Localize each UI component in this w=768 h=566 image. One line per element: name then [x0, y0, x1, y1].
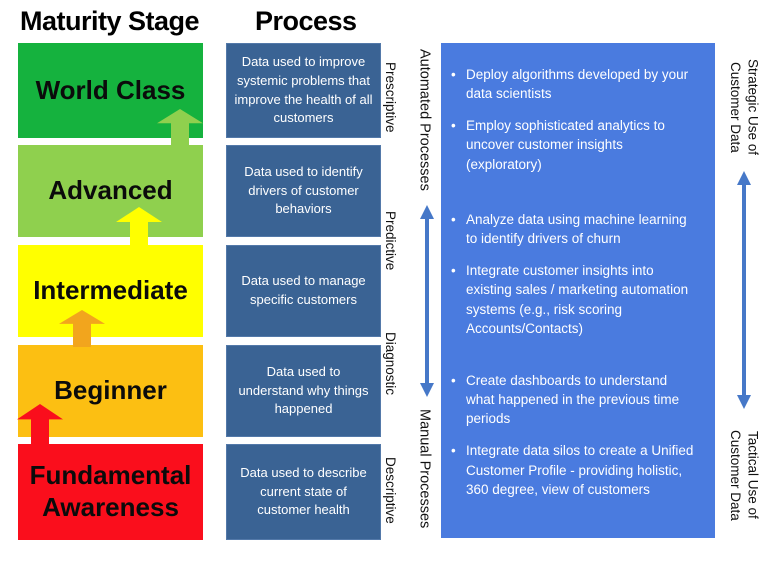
stage-label-advanced: Advanced	[48, 175, 173, 206]
maturity-stage-column-header: Maturity Stage	[20, 6, 200, 36]
process-text-understand: Data used to understand why things happe…	[238, 363, 369, 417]
double-arrow-usage-axis-icon	[737, 171, 751, 409]
process-box-predictive: Data used to identify drivers of custome…	[226, 145, 381, 237]
process-box-diagnostic-lower: Data used to understand why things happe…	[226, 345, 381, 437]
bullet-icon: •	[451, 263, 456, 279]
bullet-icon: •	[451, 118, 456, 134]
process-column-header: Process	[255, 6, 357, 36]
label-predictive: Predictive	[382, 211, 398, 271]
bullet-icon: •	[451, 373, 456, 388]
label-manual-processes: Manual Processes	[416, 409, 433, 529]
stage-box-world-class: World Class	[18, 43, 203, 138]
process-text-describe: Data used to describe current state of c…	[240, 464, 367, 518]
bullet-group-strategic: • Deploy algorithms developed by your da…	[441, 65, 715, 174]
bullet-icon: •	[451, 443, 456, 459]
process-text-manage: Data used to manage specific customers	[241, 273, 366, 307]
list-item: • Employ sophisticated analytics to unco…	[451, 116, 705, 173]
double-arrow-process-axis-icon	[420, 205, 434, 397]
list-item: • Analyze data using machine learning to…	[451, 210, 705, 248]
process-box-diagnostic-upper: Data used to manage specific customers	[226, 245, 381, 337]
list-item: • Integrate customer insights into exist…	[451, 261, 705, 338]
stage-label-beginner: Beginner	[54, 375, 167, 406]
stage-box-intermediate: Intermediate	[18, 245, 203, 337]
stage-label-world-class: World Class	[35, 74, 186, 105]
stage-box-advanced: Advanced	[18, 145, 203, 237]
label-strategic-use: Strategic Use of Customer Data	[728, 58, 761, 156]
stage-label-intermediate: Intermediate	[33, 275, 188, 306]
stage-box-fundamental-awareness: Fundamental Awareness	[18, 444, 203, 540]
bullet-icon: •	[451, 67, 456, 82]
bullet-icon: •	[451, 212, 456, 227]
label-tactical-use: Tactical Use of Customer Data	[728, 429, 761, 521]
customer-data-usage-panel: • Deploy algorithms developed by your da…	[441, 43, 715, 538]
bullet-group-middle: • Analyze data using machine learning to…	[441, 210, 715, 338]
label-descriptive: Descriptive	[382, 456, 398, 524]
list-item: • Create dashboards to understand what h…	[451, 371, 705, 428]
process-text-prescriptive: Data used to improve systemic problems t…	[234, 53, 373, 126]
label-prescriptive: Prescriptive	[382, 62, 398, 133]
up-arrow-beginner-to-intermediate-icon	[59, 310, 105, 347]
list-item: • Deploy algorithms developed by your da…	[451, 65, 705, 103]
up-arrow-intermediate-to-advanced-icon	[116, 207, 162, 247]
up-arrow-advanced-to-world-class-icon	[157, 109, 203, 147]
label-diagnostic: Diagnostic	[382, 332, 398, 396]
label-automated-processes: Automated Processes	[416, 49, 433, 191]
stage-label-fundamental-awareness: Fundamental Awareness	[29, 460, 192, 522]
bullet-group-tactical: • Create dashboards to understand what h…	[441, 371, 715, 499]
process-text-predictive: Data used to identify drivers of custome…	[244, 163, 363, 217]
up-arrow-fundamental-to-beginner-icon	[17, 404, 63, 445]
process-box-prescriptive: Data used to improve systemic problems t…	[226, 43, 381, 138]
process-box-descriptive: Data used to describe current state of c…	[226, 444, 381, 540]
list-item: • Integrate data silos to create a Unifi…	[451, 441, 705, 498]
